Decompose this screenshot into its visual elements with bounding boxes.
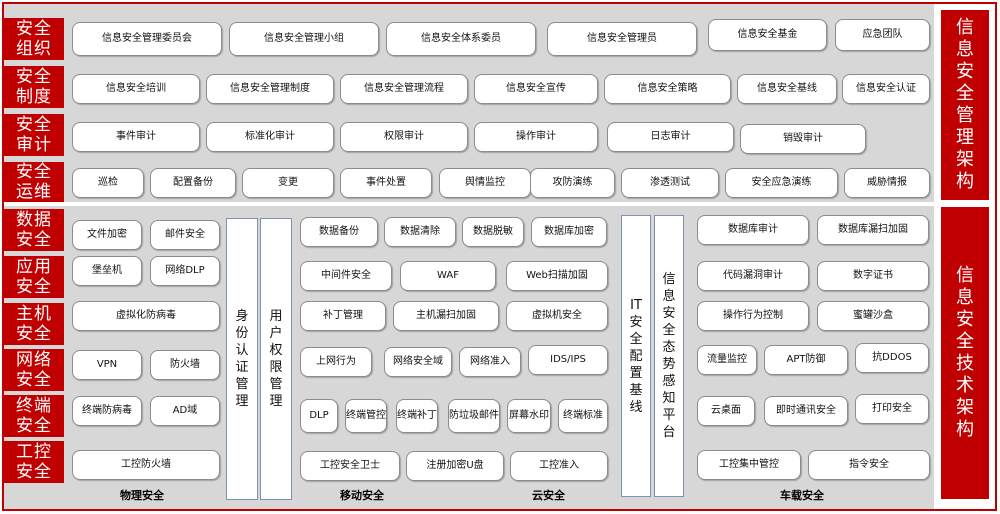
physical-item: 网络DLP <box>150 256 220 286</box>
ops-item: 舆情监控 <box>439 168 531 198</box>
physical-item: 虚拟化防病毒 <box>72 301 220 331</box>
vehicle-item: 数据库审计 <box>697 215 809 245</box>
vehicle-item: 即时通讯安全 <box>764 396 848 426</box>
mobile-item: 主机漏扫加固 <box>393 301 499 331</box>
audit-item: 操作审计 <box>474 122 598 152</box>
category-ics-security: 工控安全 <box>4 441 64 483</box>
org-item: 信息安全管理小组 <box>229 22 379 56</box>
policy-item: 信息安全管理制度 <box>206 74 334 104</box>
ops-item: 事件处置 <box>340 168 432 198</box>
mobile-item: 工控安全卫士 <box>300 451 400 481</box>
user-permission-bar: 用户权限管理 <box>260 218 292 500</box>
policy-item: 信息安全认证 <box>842 74 930 104</box>
vehicle-item: 流量监控 <box>697 345 757 375</box>
side-label-management-architecture: 信息安全管理架构 <box>941 10 989 200</box>
mobile-item: Web扫描加固 <box>506 261 608 291</box>
audit-item: 权限审计 <box>340 122 468 152</box>
vehicle-item: 操作行为控制 <box>697 301 809 331</box>
org-item: 信息安全基金 <box>708 19 827 51</box>
mobile-item: 数据库加密 <box>531 217 607 247</box>
policy-item: 信息安全策略 <box>604 74 731 104</box>
vehicle-item: 数据库漏扫加固 <box>817 215 929 245</box>
vehicle-item: APT防御 <box>764 345 848 375</box>
category-network-security: 网络安全 <box>4 349 64 391</box>
vehicle-item: 指令安全 <box>808 450 930 480</box>
physical-item: 防火墙 <box>150 350 220 380</box>
physical-item: 堡垒机 <box>72 256 142 286</box>
vehicle-item: 代码漏洞审计 <box>697 261 809 291</box>
mobile-item: 注册加密U盘 <box>406 451 504 481</box>
mobile-item: 终端管控 <box>345 399 387 433</box>
mobile-item: 虚拟机安全 <box>506 301 608 331</box>
side-label-technical-architecture: 信息安全技术架构 <box>941 207 989 499</box>
audit-item: 销毁审计 <box>740 124 866 154</box>
mobile-item: IDS/IPS <box>528 345 608 375</box>
org-item: 应急团队 <box>835 19 930 51</box>
policy-item: 信息安全宣传 <box>474 74 598 104</box>
ops-item: 巡检 <box>72 168 144 198</box>
vehicle-item: 数字证书 <box>817 261 929 291</box>
vehicle-item: 蜜罐沙盒 <box>817 301 929 331</box>
ops-item: 变更 <box>242 168 334 198</box>
mobile-item: 中间件安全 <box>300 261 392 291</box>
vehicle-item: 打印安全 <box>855 394 929 424</box>
it-baseline-bar: IT安全配置基线 <box>621 215 651 497</box>
category-security-audit: 安全审计 <box>4 114 64 156</box>
mobile-item: 防垃圾邮件 <box>448 399 500 433</box>
category-terminal-security: 终端安全 <box>4 395 64 437</box>
mobile-item: 数据脱敏 <box>462 217 524 247</box>
mobile-item: 数据备份 <box>300 217 378 247</box>
category-security-operations: 安全运维 <box>4 162 64 202</box>
vehicle-item: 工控集中管控 <box>697 450 801 480</box>
physical-item: 文件加密 <box>72 220 142 250</box>
ops-item: 威胁情报 <box>844 168 930 198</box>
mobile-item: 屏幕水印 <box>507 399 551 433</box>
category-security-policy: 安全制度 <box>4 66 64 108</box>
situation-platform-bar: 信息安全态势感知平台 <box>654 215 684 497</box>
org-item: 信息安全管理员 <box>547 22 697 56</box>
mobile-item: 终端补丁 <box>396 399 438 433</box>
physical-item: 终端防病毒 <box>72 396 142 426</box>
policy-item: 信息安全基线 <box>737 74 837 104</box>
mobile-item: 补丁管理 <box>300 301 386 331</box>
mobile-item: 上网行为 <box>300 347 372 377</box>
category-security-organization: 安全组织 <box>4 18 64 60</box>
physical-item: VPN <box>72 350 142 380</box>
mobile-item: WAF <box>400 261 496 291</box>
mobile-item: 工控准入 <box>510 451 608 481</box>
ops-item: 安全应急演练 <box>725 168 838 198</box>
column-title-physical: 物理安全 <box>120 489 164 502</box>
audit-item: 标准化审计 <box>206 122 334 152</box>
physical-item: AD域 <box>150 396 220 426</box>
category-application-security: 应用安全 <box>4 256 64 298</box>
column-title-cloud: 云安全 <box>532 489 565 502</box>
audit-item: 事件审计 <box>72 122 200 152</box>
column-title-mobile: 移动安全 <box>340 489 384 502</box>
org-item: 信息安全管理委员会 <box>72 22 222 56</box>
audit-item: 日志审计 <box>607 122 734 152</box>
ops-item: 攻防演练 <box>530 168 615 198</box>
ops-item: 配置备份 <box>150 168 236 198</box>
category-host-security: 主机安全 <box>4 303 64 345</box>
vehicle-item: 抗DDOS <box>855 343 929 373</box>
mobile-item: 终端标准 <box>558 399 608 433</box>
category-data-security: 数据安全 <box>4 209 64 251</box>
mobile-item: 网络准入 <box>459 347 521 377</box>
physical-item: 工控防火墙 <box>72 450 220 480</box>
mobile-item: 网络安全域 <box>384 347 452 377</box>
policy-item: 信息安全培训 <box>72 74 200 104</box>
physical-item: 邮件安全 <box>150 220 220 250</box>
mobile-item: 数据清除 <box>384 217 456 247</box>
mobile-item: DLP <box>300 399 338 433</box>
policy-item: 信息安全管理流程 <box>340 74 468 104</box>
column-title-vehicle: 车载安全 <box>780 489 824 502</box>
identity-auth-bar: 身份认证管理 <box>226 218 258 500</box>
org-item: 信息安全体系委员 <box>386 22 536 56</box>
ops-item: 渗透测试 <box>621 168 719 198</box>
vehicle-item: 云桌面 <box>697 396 755 426</box>
